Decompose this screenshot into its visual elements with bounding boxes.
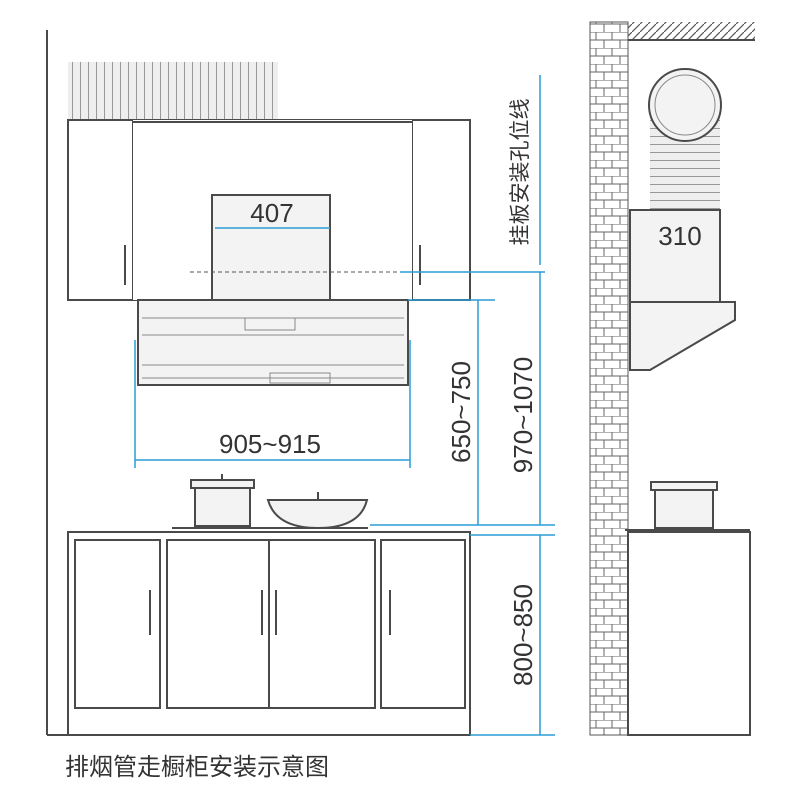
hood-chimney xyxy=(211,194,331,301)
lower-cabinet xyxy=(67,531,471,736)
side-hood xyxy=(629,301,736,371)
wok-icon xyxy=(266,499,369,530)
dimension-lines xyxy=(134,75,718,736)
dim-counter-height: 800~850 xyxy=(508,584,538,686)
diagram-caption: 排烟管走橱柜安装示意图 xyxy=(65,753,329,781)
side-view xyxy=(589,21,755,736)
dim-hood-width: 905~915 xyxy=(219,429,321,459)
range-hood xyxy=(137,299,409,386)
side-chimney xyxy=(629,209,721,303)
side-cabinet xyxy=(627,531,751,736)
hole-line-label: 挂板安装孔位线 xyxy=(508,99,532,246)
pot-icon xyxy=(190,474,255,527)
dim-side-depth: 310 xyxy=(658,221,701,251)
left-kitchen-view xyxy=(46,30,545,736)
duct-opening xyxy=(648,68,722,142)
dim-chimney-width: 407 xyxy=(250,198,293,228)
dim-hood-to-counter: 650~750 xyxy=(446,361,476,463)
exhaust-duct xyxy=(68,62,278,120)
side-pot xyxy=(654,487,714,529)
dim-hole-line: 970~1070 xyxy=(508,357,538,473)
